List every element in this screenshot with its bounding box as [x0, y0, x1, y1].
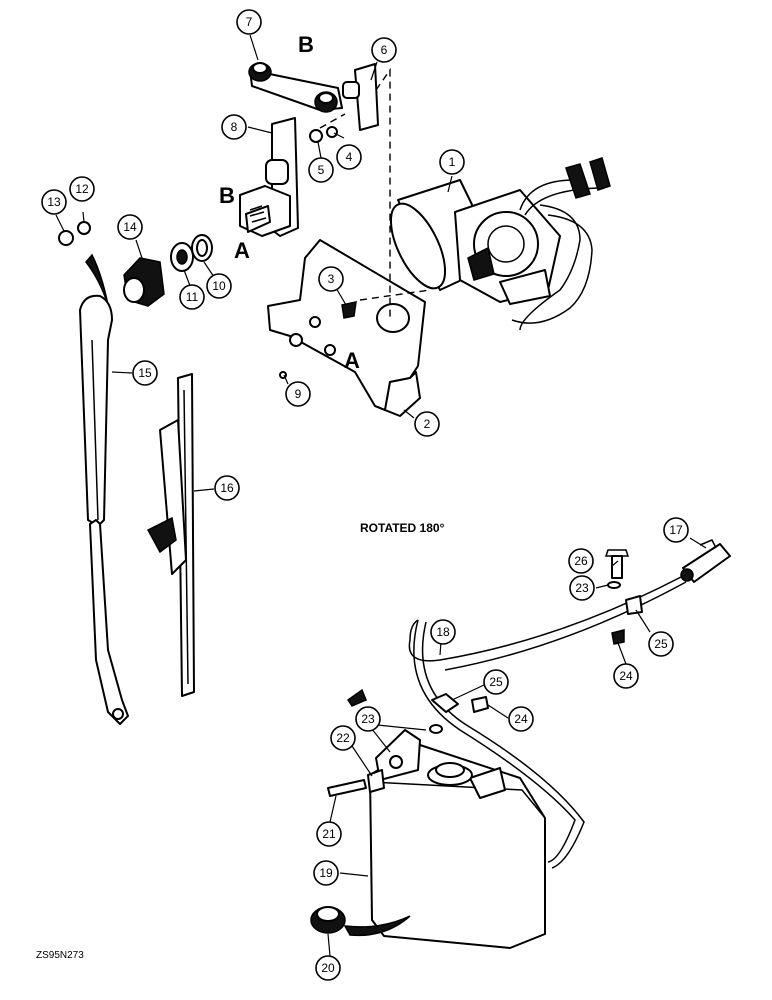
- part-7-bracket: [248, 62, 343, 113]
- ref-letter-a-bracket: A: [344, 348, 360, 373]
- part-8-pivot-bracket: [239, 117, 299, 237]
- callout-1: 1: [439, 149, 465, 175]
- callout-19: 19: [313, 860, 339, 886]
- part-6-bracket: [342, 63, 379, 131]
- svg-text:13: 13: [47, 195, 61, 209]
- callout-24-upper: 24: [613, 663, 639, 689]
- svg-text:18: 18: [436, 625, 450, 639]
- part-13-nut: [58, 230, 74, 246]
- callout-3: 3: [318, 266, 344, 292]
- svg-text:23: 23: [361, 712, 375, 726]
- callout-15: 15: [132, 360, 158, 386]
- callout-12: 12: [69, 176, 95, 202]
- svg-text:11: 11: [186, 290, 199, 304]
- callout-13: 13: [41, 189, 67, 215]
- callout-21: 21: [316, 821, 342, 847]
- svg-text:23: 23: [575, 581, 589, 595]
- rotated-note: ROTATED 180°: [360, 521, 445, 535]
- callout-23-lower: 23: [355, 706, 381, 732]
- part-26-bolt: [611, 555, 623, 579]
- callout-11: 11: [179, 284, 205, 310]
- svg-text:6: 6: [381, 43, 388, 57]
- callout-9: 9: [285, 381, 311, 407]
- svg-text:19: 19: [319, 866, 333, 880]
- svg-text:8: 8: [231, 120, 238, 134]
- part-20-grommet: [310, 906, 346, 934]
- part-17-nozzle: [680, 539, 731, 583]
- part-4-washer: [326, 126, 338, 138]
- callout-10: 10: [206, 273, 232, 299]
- part-16-wiper-blade: [146, 373, 195, 697]
- svg-text:1: 1: [449, 155, 456, 169]
- part-2-mounting-plate: [267, 239, 426, 417]
- callout-23-upper: 23: [569, 575, 595, 601]
- part-21-bolt: [327, 779, 367, 797]
- callout-26: 26: [568, 548, 594, 574]
- svg-text:15: 15: [138, 366, 152, 380]
- svg-text:4: 4: [346, 150, 353, 164]
- part-18-hose: [408, 575, 684, 662]
- svg-text:17: 17: [669, 523, 683, 537]
- ref-letter-b-mid: B: [219, 183, 235, 208]
- callout-14: 14: [117, 214, 143, 240]
- callout-25-lower: 25: [483, 669, 509, 695]
- callout-24-lower: 24: [508, 706, 534, 732]
- ref-letter-a-left: A: [234, 238, 250, 263]
- callout-20: 20: [315, 955, 341, 981]
- svg-text:16: 16: [220, 481, 234, 495]
- part-19-reservoir: [369, 729, 546, 949]
- svg-text:24: 24: [619, 669, 633, 683]
- part-12-washer: [77, 221, 91, 235]
- part-15-wiper-arm: [79, 294, 129, 725]
- part-1-wiper-motor: [389, 157, 611, 331]
- callout-2: 2: [414, 411, 440, 437]
- callout-5: 5: [308, 157, 334, 183]
- svg-text:12: 12: [75, 182, 89, 196]
- callout-16: 16: [214, 475, 240, 501]
- svg-text:7: 7: [246, 15, 253, 29]
- callout-22: 22: [330, 725, 356, 751]
- part-25-clamp: [625, 595, 643, 615]
- callout-7: 7: [236, 9, 262, 35]
- part-14-cap: [123, 257, 165, 307]
- ref-letter-b-top: B: [298, 32, 314, 57]
- svg-text:10: 10: [212, 279, 226, 293]
- callout-4: 4: [336, 144, 362, 170]
- drawing-code: ZS95N273: [36, 950, 84, 961]
- svg-text:20: 20: [321, 961, 335, 975]
- svg-text:24: 24: [514, 712, 528, 726]
- svg-text:14: 14: [123, 220, 137, 234]
- part-23-washer: [607, 581, 621, 589]
- callout-6: 6: [371, 37, 397, 63]
- callout-18: 18: [430, 619, 456, 645]
- svg-text:2: 2: [424, 417, 431, 431]
- callout-17: 17: [663, 517, 689, 543]
- part-3-bolt: [341, 301, 357, 319]
- part-5-nut: [309, 129, 323, 143]
- svg-text:25: 25: [654, 637, 668, 651]
- svg-text:22: 22: [336, 731, 350, 745]
- svg-text:26: 26: [574, 554, 588, 568]
- svg-text:25: 25: [489, 675, 503, 689]
- callout-8: 8: [221, 114, 247, 140]
- svg-text:3: 3: [328, 272, 335, 286]
- svg-text:9: 9: [295, 387, 302, 401]
- svg-text:5: 5: [318, 163, 325, 177]
- callout-25-upper: 25: [648, 631, 674, 657]
- svg-text:21: 21: [322, 827, 336, 841]
